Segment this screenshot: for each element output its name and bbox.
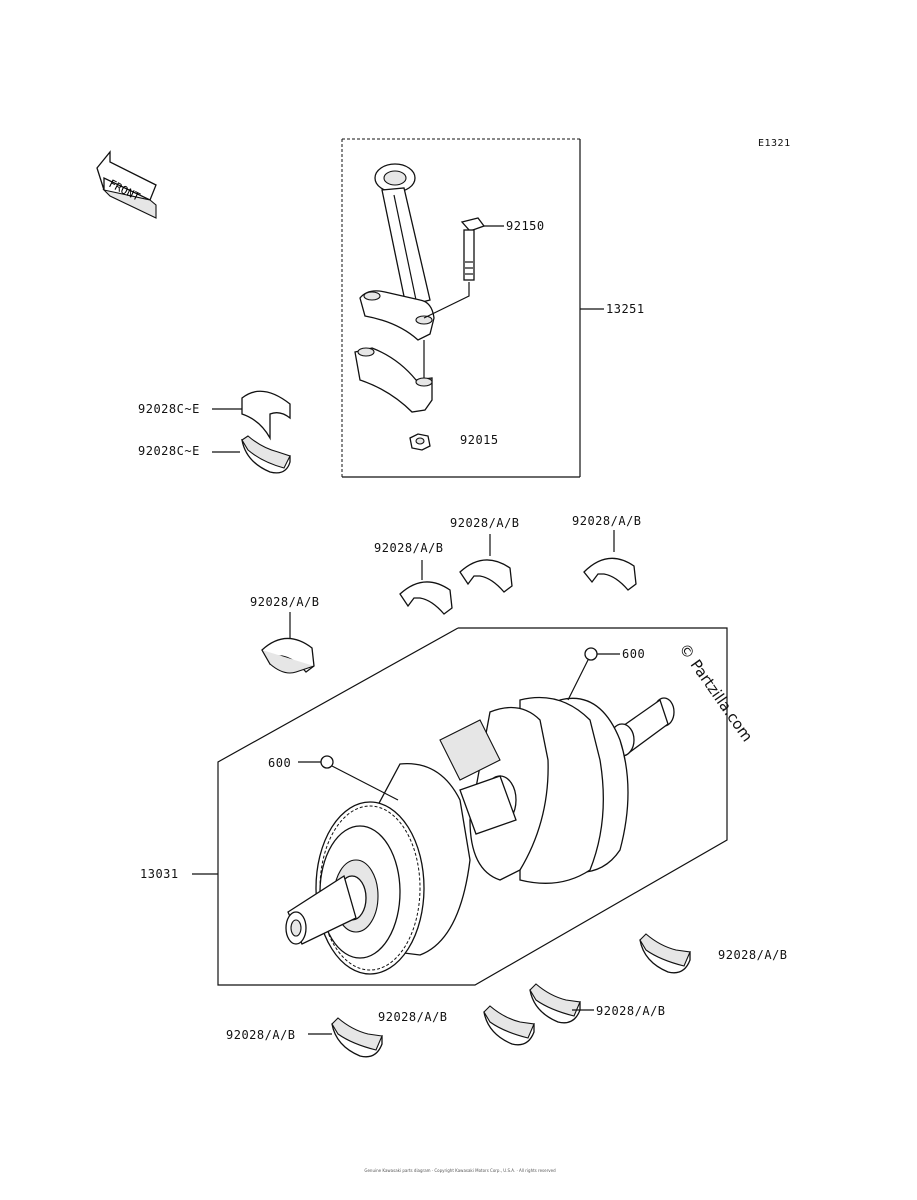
label-92028ab-5[interactable]: 92028/A/B: [718, 948, 788, 962]
main-bearing-7: [483, 1005, 535, 1046]
label-92028ab-3[interactable]: 92028/A/B: [450, 516, 520, 530]
label-600-upper[interactable]: 600: [622, 647, 646, 661]
rod-bolt: [423, 217, 504, 319]
main-bearing-2: [399, 560, 453, 615]
front-arrow-icon: FRONT: [96, 150, 157, 219]
label-600-lower[interactable]: 600: [268, 756, 292, 770]
plug-600-upper: [567, 647, 620, 701]
label-92028c-e-upper[interactable]: 92028C~E: [138, 402, 200, 416]
main-bearing-1: [261, 612, 315, 674]
plug-600-lower: [298, 755, 399, 801]
crankshaft-box: [217, 627, 728, 986]
crankshaft: [285, 696, 675, 975]
label-92028ab-8[interactable]: 92028/A/B: [226, 1028, 296, 1042]
label-92028ab-1[interactable]: 92028/A/B: [250, 595, 320, 609]
label-92028c-e-lower[interactable]: 92028C~E: [138, 444, 200, 458]
label-92015[interactable]: 92015: [460, 433, 499, 447]
label-92150[interactable]: 92150: [506, 219, 545, 233]
rod-nut: [409, 433, 431, 451]
label-13251[interactable]: 13251: [606, 302, 645, 316]
label-13031[interactable]: 13031: [140, 867, 179, 881]
rod-bearing-lower: [212, 435, 291, 474]
main-bearing-6: [529, 983, 594, 1024]
label-92028ab-7[interactable]: 92028/A/B: [378, 1010, 448, 1024]
rod-bearing-upper: [212, 390, 291, 441]
main-bearing-3: [459, 534, 513, 593]
copyright-footer: Genuine Kawasaki parts diagram · Copyrig…: [364, 1168, 556, 1173]
label-92028ab-6[interactable]: 92028/A/B: [596, 1004, 666, 1018]
connecting-rod-assy: [354, 163, 435, 413]
label-92028ab-4[interactable]: 92028/A/B: [572, 514, 642, 528]
connecting-rod-box: [341, 138, 581, 478]
diagram-code: E1321: [758, 138, 791, 149]
main-bearing-4: [583, 530, 637, 591]
label-92028ab-2[interactable]: 92028/A/B: [374, 541, 444, 555]
main-bearing-5: [639, 933, 691, 974]
main-bearing-8: [308, 1017, 383, 1058]
